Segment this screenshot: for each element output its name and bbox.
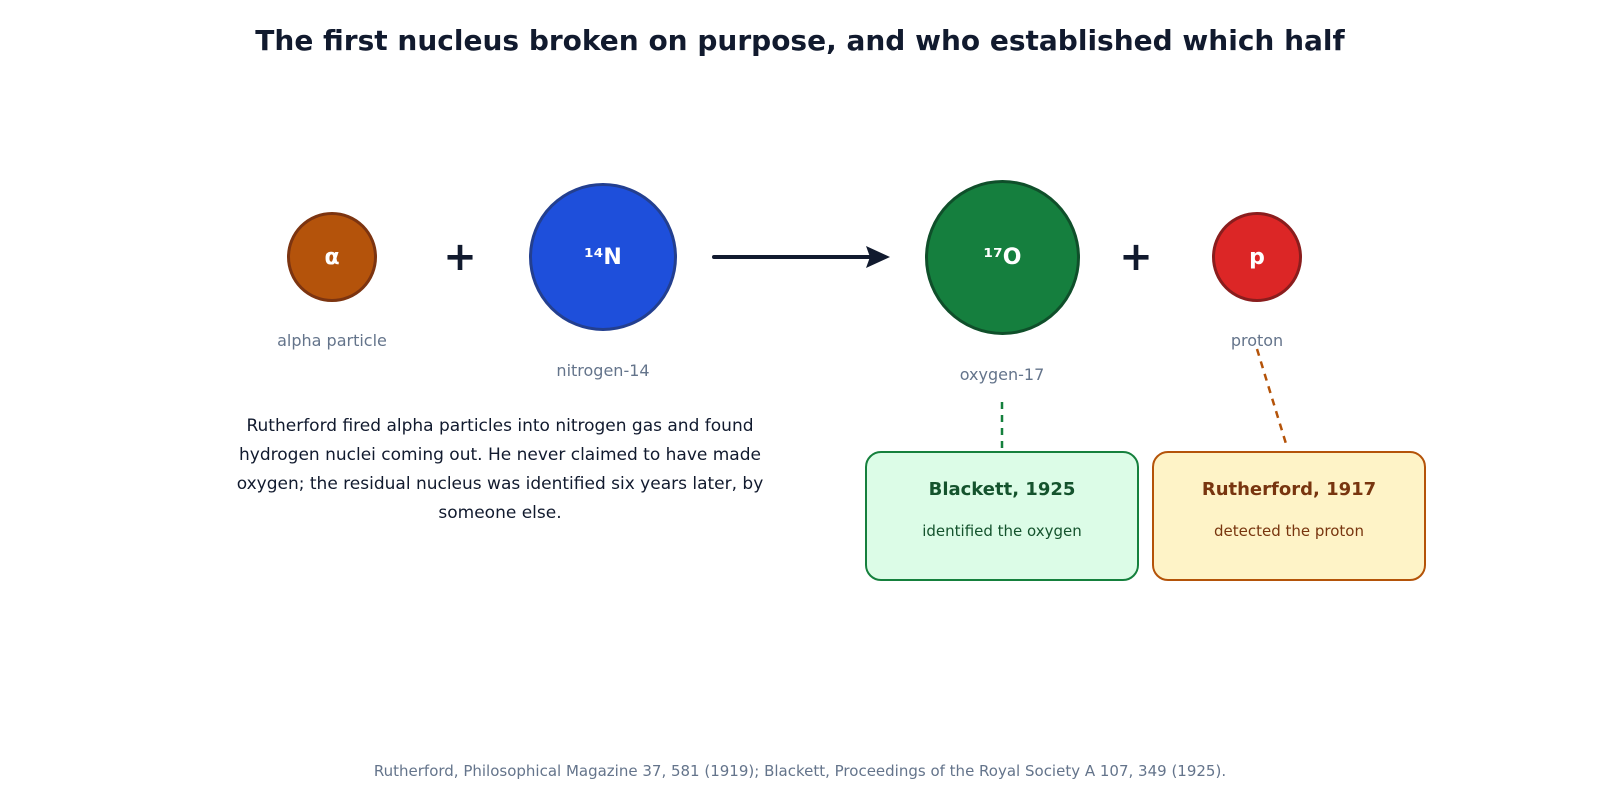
rutherford-card-title: Rutherford, 1917 <box>1201 479 1377 500</box>
blackett-attribution-card: Blackett, 1925 identified the oxygen <box>865 451 1139 581</box>
proton-label: proton <box>1230 331 1284 350</box>
blackett-card-description: identified the oxygen <box>922 522 1082 540</box>
alpha-symbol: α <box>324 244 340 270</box>
alpha-particle-circle: α <box>287 212 377 302</box>
nitrogen-14-label: nitrogen-14 <box>556 361 650 380</box>
alpha-particle-label: alpha particle <box>277 331 387 350</box>
rutherford-card-description: detected the proton <box>1214 522 1364 540</box>
rutherford-attribution-card: Rutherford, 1917 detected the proton <box>1152 451 1426 581</box>
narrative-text: Rutherford fired alpha particles into ni… <box>236 416 764 523</box>
blackett-card-title: Blackett, 1925 <box>928 479 1076 500</box>
nitrogen-symbol: ¹⁴N <box>584 244 622 270</box>
citation-footer: Rutherford, Philosophical Magazine 37, 5… <box>373 762 1227 780</box>
oxygen-17-circle: ¹⁷O <box>925 180 1080 335</box>
nitrogen-14-circle: ¹⁴N <box>529 183 677 331</box>
plus-sign-right: + <box>1119 234 1153 280</box>
page-title: The first nucleus broken on purpose, and… <box>255 24 1345 57</box>
proton-connector <box>1255 348 1289 448</box>
proton-symbol: p <box>1249 244 1265 270</box>
oxygen-17-label: oxygen-17 <box>959 365 1045 384</box>
proton-circle: p <box>1212 212 1302 302</box>
plus-sign-left: + <box>443 234 477 280</box>
reaction-arrow <box>712 246 890 268</box>
oxygen-symbol: ¹⁷O <box>983 245 1022 270</box>
